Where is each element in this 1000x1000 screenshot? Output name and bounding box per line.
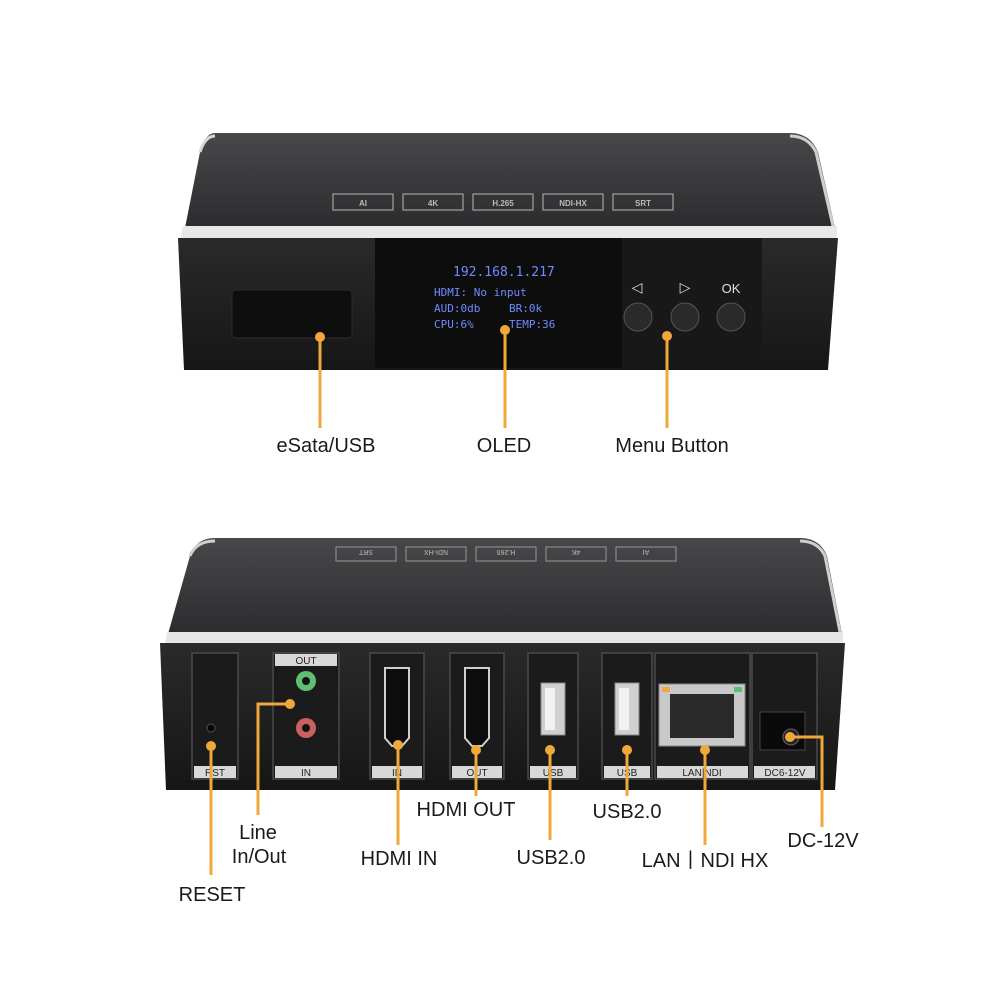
front-badge-1: AI [359,199,367,208]
oled-br: BR:0k [509,302,542,315]
callout-hdmi-in: HDMI IN [360,848,438,870]
back-badge-2: NDI-HX [424,548,448,555]
callout-line-1: Line [239,822,277,844]
oled-screen-text: 192.168.1.217 HDMI: No input AUD:0db BR:… [434,265,555,331]
back-silver-rim [165,632,843,645]
front-badge-3: H.265 [492,199,514,208]
left-button [623,302,653,332]
front-badges: AI 4K H.265 NDI-HX SRT [332,193,674,211]
oled-line1: HDMI: No input [434,286,527,299]
front-callouts [315,325,672,428]
callout-dc: DC-12V [787,830,859,852]
callout-oled: OLED [476,435,532,457]
port-label-rst: RST [205,768,225,779]
menu-buttons: ◁ ▷ OK [623,280,746,332]
rst-panel [191,652,239,780]
ok-label: OK [722,281,741,296]
callout-menu-button: Menu Button [615,435,729,457]
port-label-in: IN [301,768,311,779]
hdmi-in-port [384,667,410,747]
front-silver-rim [180,226,837,240]
back-badges: SRT NDI-HX H.265 4K AI [335,546,677,562]
callout-esata: eSata/USB [276,435,376,457]
oled-temp: TEMP:36 [509,318,555,331]
oled-cpu: CPU:6% [434,318,474,331]
left-arrow-icon: ◁ [632,280,643,296]
oled-aud: AUD:0db [434,302,480,315]
callout-usb-b: USB2.0 [592,801,662,823]
back-top-surface [168,538,842,634]
port-label-lan: LAN|NDI [682,768,721,779]
dc-jack [759,711,806,751]
esata-port [231,289,353,339]
oled-ip: 192.168.1.217 [453,265,555,280]
front-badge-5: SRT [635,199,651,208]
button-panel [622,238,762,368]
callout-usb-a: USB2.0 [516,847,586,869]
callout-reset: RESET [178,884,246,906]
right-arrow-icon: ▷ [680,280,691,296]
callout-line-2: In/Out [231,846,287,868]
port-label-dc: DC6-12V [764,768,805,779]
back-device: SRT NDI-HX H.265 4K AI [160,538,845,875]
back-badge-1: SRT [358,548,373,555]
front-top-surface [185,133,835,228]
right-button [670,302,700,332]
callout-lan: LAN丨NDI HX [641,850,769,872]
reset-hole [206,723,216,733]
back-callouts [206,699,824,875]
hdmi-out-port [464,667,490,747]
callout-hdmi-out: HDMI OUT [416,799,516,821]
back-badge-4: 4K [572,548,581,555]
front-badge-4: NDI-HX [559,199,587,208]
port-label-usb1: USB [543,768,564,779]
ok-button [716,302,746,332]
front-badge-2: 4K [428,199,438,208]
port-label-out: OUT [295,656,316,667]
back-badge-3: H.265 [497,548,516,555]
oled-panel [375,238,623,368]
back-badge-5: AI [642,548,649,555]
front-device: AI 4K H.265 NDI-HX SRT 192.168.1.217 HDM… [178,133,838,428]
